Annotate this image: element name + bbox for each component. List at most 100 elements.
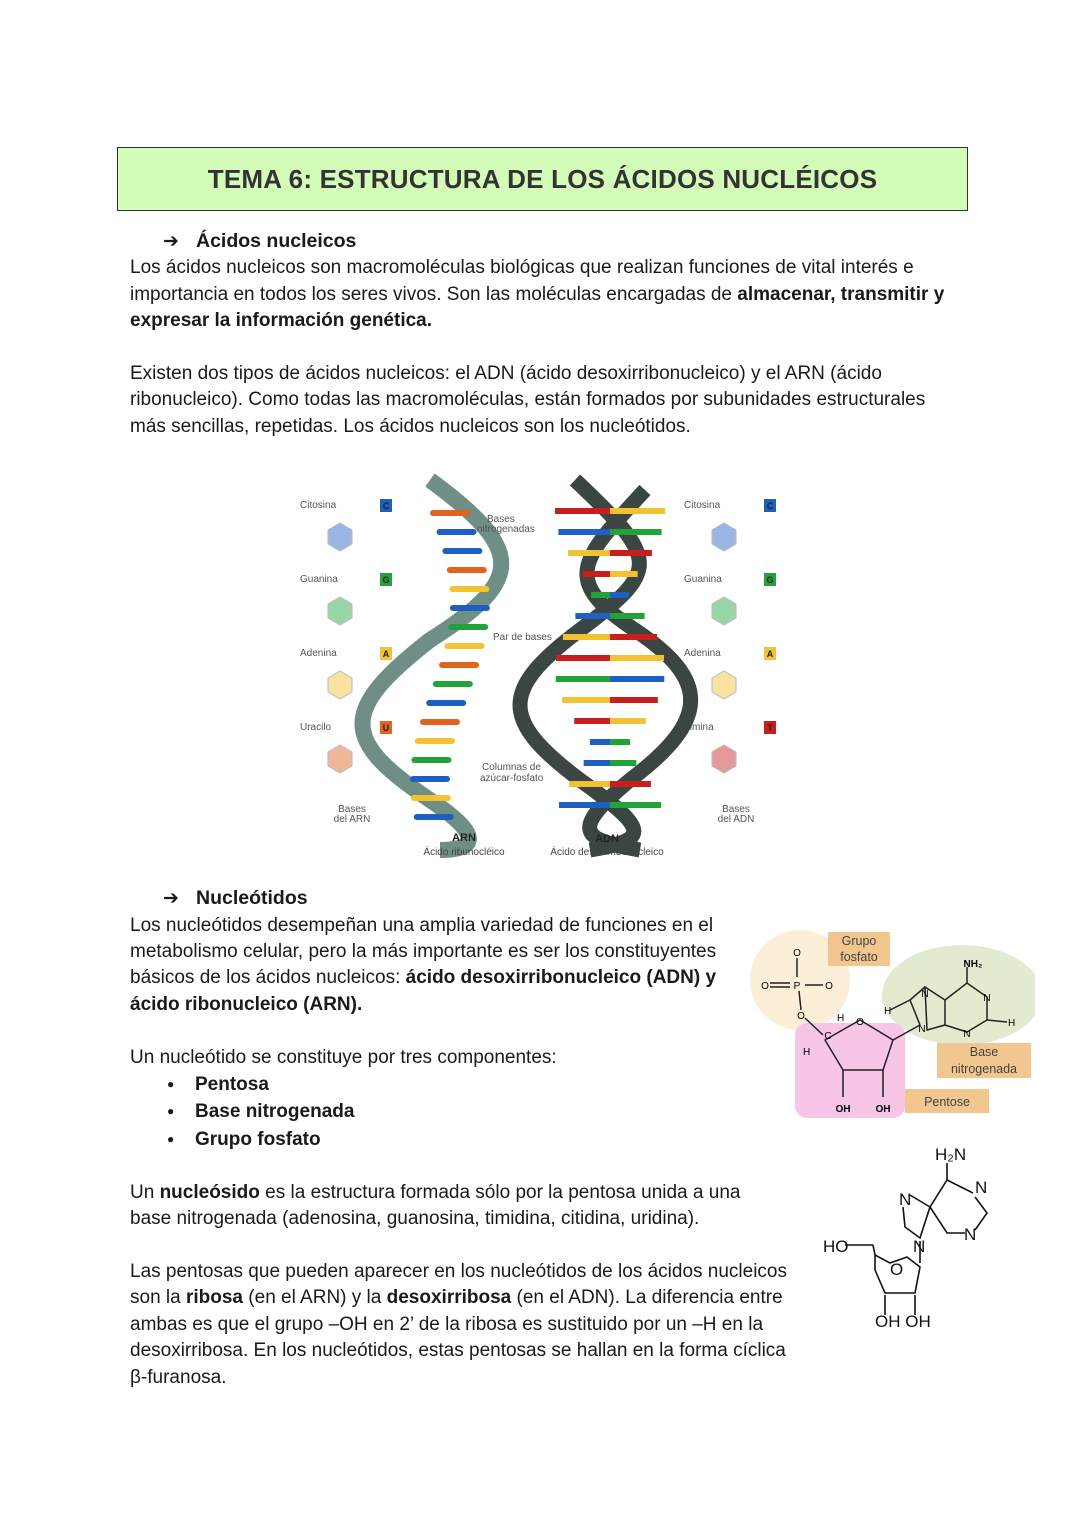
dna-subtitle: Ácido desoxirribonucleico (550, 845, 664, 858)
label-columns-line2: azúcar-fosfato (480, 773, 544, 784)
svg-text:H: H (837, 1013, 844, 1024)
rna-bases-caption-1: Bases (338, 804, 366, 815)
rna-base-bar (411, 757, 452, 764)
rna-backbone (354, 473, 510, 859)
dna-base-bar (583, 760, 610, 767)
base-molecule (327, 744, 353, 774)
dna-base-bar (610, 508, 665, 515)
svg-text:O: O (890, 1260, 903, 1279)
base-name: Citosina (300, 500, 337, 511)
dna-base-bar (558, 802, 610, 809)
rna-title: ARN (452, 832, 476, 844)
dna-base-bar (610, 550, 652, 557)
svg-text:P: P (794, 981, 801, 992)
rna-base-bar (446, 567, 487, 574)
dna-base-bar (569, 781, 610, 788)
dna-base-bar (555, 508, 610, 515)
svg-text:Grupo: Grupo (842, 934, 877, 948)
svg-text:N: N (975, 1178, 987, 1197)
dna-base-bar (610, 571, 638, 578)
base-molecule (711, 596, 737, 626)
svg-text:C: C (824, 1031, 831, 1042)
base-letter-box (380, 499, 392, 513)
base-label-box (937, 1043, 1031, 1078)
base-molecule (711, 670, 737, 700)
label-base-pair: Par de bases (493, 632, 552, 643)
svg-text:O: O (825, 981, 833, 992)
base-letter-box (380, 573, 392, 587)
paragraph-pentoses: Las pentosas que pueden aparecer en los … (130, 1260, 788, 1388)
svg-text:NH₂: NH₂ (964, 959, 983, 970)
base-name: Guanina (300, 574, 338, 585)
list-item: Pentosa (130, 1071, 960, 1098)
base-molecule (327, 670, 353, 700)
rna-bases-caption-2: del ARN (334, 814, 371, 825)
arrow-icon: ➔ (163, 888, 179, 910)
base-letter: C (383, 501, 390, 511)
base-molecule (327, 522, 353, 552)
svg-text:OH OH: OH OH (875, 1312, 931, 1331)
base-letter-box (380, 721, 392, 735)
rna-base-bar (449, 605, 490, 612)
phosphate-label-box (828, 932, 890, 966)
dna-base-bar (556, 655, 610, 662)
base-letter-box (764, 573, 776, 587)
dna-base-bar (562, 634, 610, 641)
dna-backbone-1 (512, 474, 647, 858)
dna-backbone-2 (579, 485, 699, 858)
dna-base-bar (610, 739, 631, 746)
rna-base-bar (414, 738, 455, 745)
dna-base-bar (610, 697, 658, 704)
list-item: Grupo fosfato (130, 1126, 960, 1153)
pentose-label-box (905, 1089, 989, 1113)
rna-base-bar (442, 548, 483, 555)
svg-text:H: H (1008, 1018, 1015, 1029)
phosphate-region (750, 930, 850, 1030)
arrow-icon: ➔ (163, 231, 179, 252)
svg-text:nitrogenada: nitrogenada (951, 1062, 1017, 1076)
dna-base-bar (610, 613, 645, 620)
base-name: Adenina (300, 648, 337, 659)
base-letter-box (380, 647, 392, 661)
svg-text:O: O (793, 948, 801, 959)
dna-bases-caption-2: del ADN (718, 814, 755, 825)
dna-base-bar (562, 697, 610, 704)
dna-base-bar (610, 781, 651, 788)
base-letter: T (767, 723, 773, 733)
paragraph-nucleotides: Los nucleótidos desempeñan una amplia va… (130, 914, 717, 1015)
svg-text:N: N (963, 1029, 970, 1040)
base-letter: A (383, 649, 390, 659)
base-letter-box (764, 647, 776, 661)
svg-text:H₂N: H₂N (935, 1145, 966, 1164)
label-bases-line2: nitrogenadas (477, 524, 535, 535)
adenosine-structure: H₂N N N N N O HO OH OH (823, 1145, 988, 1331)
dna-base-bar (575, 613, 610, 620)
svg-text:fosfato: fosfato (840, 950, 878, 964)
svg-text:N: N (983, 993, 990, 1004)
svg-text:OH: OH (876, 1104, 891, 1115)
svg-text:Pentose: Pentose (924, 1095, 970, 1109)
svg-text:OH: OH (836, 1104, 851, 1115)
dna-base-bar (582, 571, 610, 578)
dna-bases-caption-1: Bases (722, 804, 750, 815)
components-list: Pentosa Base nitrogenada Grupo fosfato (130, 1071, 960, 1153)
rna-base-bar (410, 795, 451, 802)
dna-base-bar (610, 634, 658, 641)
svg-text:O: O (761, 981, 769, 992)
base-molecule (711, 744, 737, 774)
svg-text:N: N (964, 1225, 976, 1244)
base-name: Uracilo (300, 722, 332, 733)
svg-text:H: H (884, 1006, 891, 1017)
dna-base-bar (574, 718, 610, 725)
section-heading-nucleotidos: ➔Nucleótidos (163, 885, 960, 912)
rna-base-bar (439, 662, 480, 669)
list-item: Base nitrogenada (130, 1098, 960, 1125)
dna-base-bar (558, 529, 610, 536)
base-letter: G (766, 575, 773, 585)
label-columns-line1: Columnas de (482, 762, 541, 773)
base-region (882, 945, 1035, 1045)
base-name: Adenina (684, 648, 721, 659)
rna-base-bar (444, 643, 485, 650)
base-letter: G (382, 575, 389, 585)
